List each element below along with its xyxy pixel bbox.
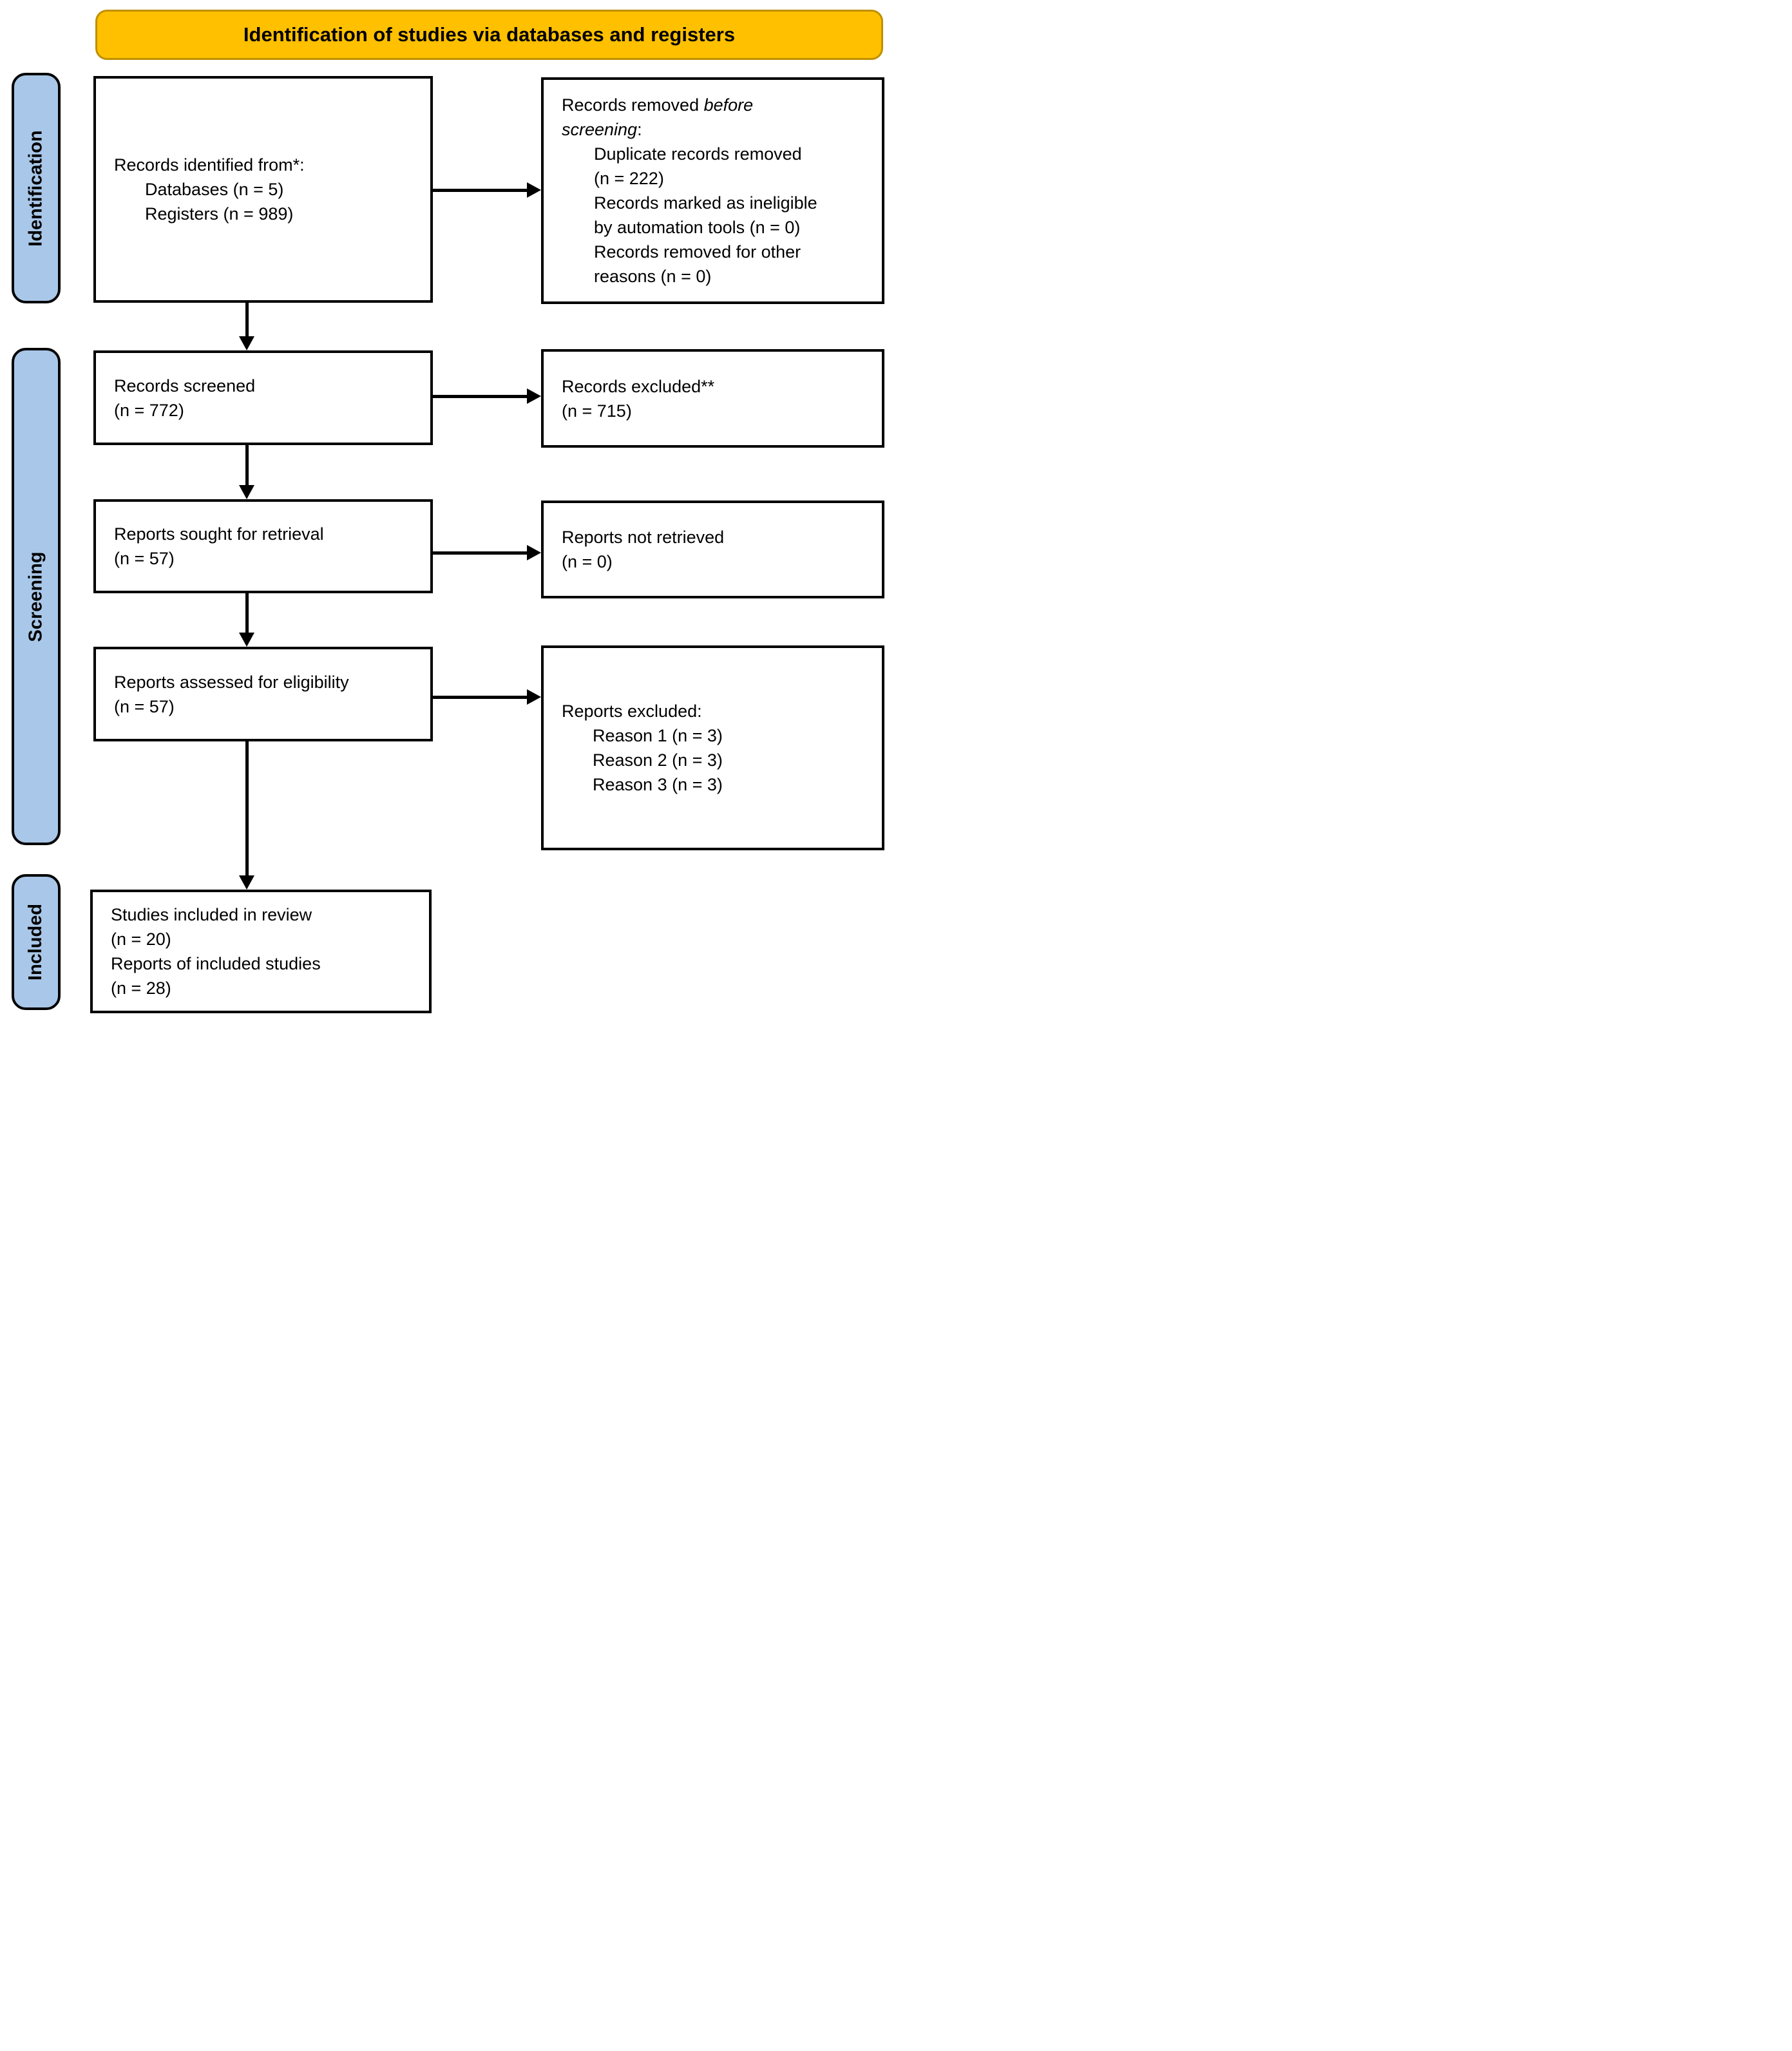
records-removed-item-line: reasons (n = 0): [594, 267, 712, 286]
arrow-assessed-to-reports-excluded: [433, 689, 541, 705]
arrow-shaft: [245, 303, 249, 338]
arrow-sought-to-assessed: [239, 593, 254, 647]
reports-assessed-line1: Reports assessed for eligibility: [114, 672, 349, 692]
records-removed-italic1: before: [703, 95, 754, 115]
studies-included-line3: Reports of included studies: [111, 954, 321, 973]
reports-excluded-item: Reason 2 (n = 3): [593, 750, 723, 770]
records-removed-italic2: screening: [562, 120, 638, 139]
box-records-removed: Records removed before screening: Duplic…: [541, 77, 884, 304]
arrow-shaft: [433, 189, 528, 192]
box-records-excluded: Records excluded** (n = 715): [541, 349, 884, 448]
records-removed-item-line: Duplicate records removed: [594, 144, 802, 164]
banner-title: Identification of studies via databases …: [95, 10, 883, 60]
reports-not-retrieved-line2: (n = 0): [562, 552, 613, 571]
arrow-head-right-icon: [527, 689, 541, 705]
arrow-head-down-icon: [239, 336, 254, 350]
records-screened-line1: Records screened: [114, 376, 256, 396]
box-records-screened: Records screened (n = 772): [93, 350, 433, 445]
arrow-head-down-icon: [239, 875, 254, 890]
records-removed-item-line: Records marked as ineligible: [594, 193, 817, 213]
box-reports-excluded: Reports excluded: Reason 1 (n = 3) Reaso…: [541, 645, 884, 850]
arrow-assessed-to-included: [239, 741, 254, 890]
records-screened-line2: (n = 772): [114, 400, 184, 420]
box-records-identified: Records identified from*: Databases (n =…: [93, 76, 433, 303]
stage-included: Included: [12, 874, 61, 1010]
records-removed-item-line: by automation tools (n = 0): [594, 218, 801, 237]
stage-screening: Screening: [12, 348, 61, 845]
reports-sought-line1: Reports sought for retrieval: [114, 524, 324, 544]
records-removed-title-line1: Records removed before: [562, 93, 870, 117]
reports-excluded-item: Reason 3 (n = 3): [593, 775, 723, 794]
records-identified-item: Registers (n = 989): [145, 204, 294, 224]
arrow-shaft: [245, 593, 249, 634]
arrow-identified-to-screened: [239, 303, 254, 350]
arrow-identified-to-removed: [433, 182, 541, 198]
arrow-shaft: [433, 696, 528, 699]
banner-title-label: Identification of studies via databases …: [243, 23, 736, 46]
stage-included-label: Included: [25, 903, 46, 981]
stage-screening-label: Screening: [25, 551, 46, 642]
arrow-head-right-icon: [527, 545, 541, 560]
records-removed-prefix: Records removed: [562, 95, 704, 115]
records-excluded-line1: Records excluded**: [562, 376, 715, 396]
arrow-screened-to-sought: [239, 445, 254, 499]
arrow-head-right-icon: [527, 182, 541, 198]
records-removed-item-line: (n = 222): [594, 169, 664, 188]
records-excluded-line2: (n = 715): [562, 401, 632, 421]
studies-included-line1: Studies included in review: [111, 905, 312, 924]
records-identified-item: Databases (n = 5): [145, 180, 284, 199]
records-removed-suffix: :: [637, 120, 642, 139]
reports-sought-line2: (n = 57): [114, 549, 175, 568]
stage-identification: Identification: [12, 73, 61, 303]
arrow-screened-to-excluded: [433, 388, 541, 404]
reports-assessed-line2: (n = 57): [114, 696, 175, 716]
studies-included-line4: (n = 28): [111, 978, 171, 998]
arrow-shaft: [433, 395, 528, 398]
reports-not-retrieved-line1: Reports not retrieved: [562, 528, 725, 547]
reports-excluded-title: Reports excluded:: [562, 701, 702, 721]
reports-excluded-item: Reason 1 (n = 3): [593, 726, 723, 745]
box-reports-not-retrieved: Reports not retrieved (n = 0): [541, 501, 884, 598]
records-removed-title-line2: screening:: [562, 117, 870, 142]
arrow-head-down-icon: [239, 485, 254, 499]
stage-identification-label: Identification: [25, 129, 46, 247]
records-removed-item-line: Records removed for other: [594, 242, 801, 262]
arrow-shaft: [245, 741, 249, 877]
arrow-sought-to-not-retrieved: [433, 545, 541, 560]
arrow-shaft: [433, 551, 528, 555]
box-studies-included: Studies included in review (n = 20) Repo…: [90, 890, 432, 1013]
box-reports-sought: Reports sought for retrieval (n = 57): [93, 499, 433, 593]
box-reports-assessed: Reports assessed for eligibility (n = 57…: [93, 647, 433, 741]
arrow-head-right-icon: [527, 388, 541, 404]
arrow-shaft: [245, 445, 249, 486]
arrow-head-down-icon: [239, 633, 254, 647]
prisma-flow-diagram: Identification of studies via databases …: [0, 0, 896, 1026]
studies-included-line2: (n = 20): [111, 930, 171, 949]
records-identified-title: Records identified from*:: [114, 155, 305, 175]
